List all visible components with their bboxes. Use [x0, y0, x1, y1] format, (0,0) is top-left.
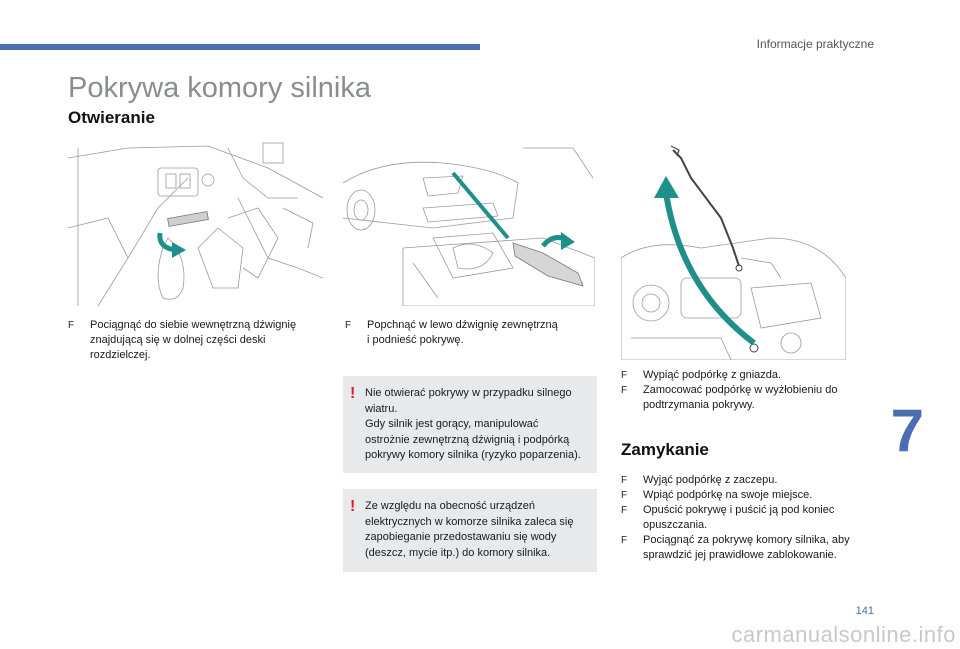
warning-box-hot-engine: ! Nie otwierać pokrywy w przypadku silne… — [343, 376, 597, 473]
warning-box-water: ! Ze względu na obecność urządzeń elektr… — [343, 489, 597, 572]
warning-icon: ! — [350, 385, 356, 402]
page-number: 141 — [855, 605, 874, 617]
square-bullet-icon: F — [621, 385, 628, 396]
interior-lever-illustration — [68, 138, 323, 306]
warning-line: ostrożnie zewnętrzną dźwignią i podpórką — [365, 433, 570, 446]
step-line: opuszczania. — [643, 519, 708, 531]
exterior-lever-drawing — [343, 147, 595, 306]
warning-line: Ze względu na obecność urządzeń — [365, 500, 535, 512]
warning-line: Gdy silnik jest gorący, manipulować — [365, 418, 539, 430]
square-bullet-icon: F — [621, 490, 628, 501]
opening-heading: Otwieranie — [68, 108, 155, 127]
opening-step-1: F Pociągnąć do siebie wewnętrzną dźwigni… — [68, 318, 328, 363]
warning-line: wiatru. — [365, 402, 398, 415]
square-bullet-icon: F — [621, 505, 628, 516]
step-line: Opuścić pokrywę i puścić ją pod koniec — [643, 504, 835, 516]
list-item: F Wyjąć podpórkę z zaczepu. — [621, 473, 881, 488]
step-line: rozdzielczej. — [90, 349, 151, 361]
warning-icon: ! — [350, 498, 356, 515]
step-line: podtrzymania pokrywy. — [643, 399, 755, 411]
square-bullet-icon: F — [345, 320, 352, 331]
list-item: F Opuścić pokrywę i puścić ją pod koniec… — [621, 503, 881, 533]
exterior-lever-illustration — [343, 138, 595, 306]
step-line: Wypiąć podpórkę z gniazda. — [643, 369, 782, 381]
warning-line: zapobieganie przedostawaniu się wody — [365, 531, 557, 543]
list-item: F Wpiąć podpórkę na swoje miejsce. — [621, 488, 881, 503]
warning-line: elektrycznych w komorze silnika zaleca s… — [365, 515, 574, 528]
warning-line: pokrywy komory silnika (ryzyko poparzeni… — [365, 449, 581, 461]
square-bullet-icon: F — [621, 475, 628, 486]
square-bullet-icon: F — [621, 370, 628, 381]
list-item: F Pociągnąć za pokrywę komory silnika, a… — [621, 533, 881, 563]
watermark: carmanualsonline.info — [731, 622, 956, 647]
square-bullet-icon: F — [68, 320, 75, 331]
step-line: Popchnąć w lewo dźwignię zewnętrzną — [367, 319, 558, 331]
prop-rod-drawing — [621, 145, 846, 360]
step-line: i podnieść pokrywę. — [367, 334, 464, 346]
list-item: F Zamocować podpórkę w wyżłobieniu do po… — [621, 383, 871, 413]
list-item: F Popchnąć w lewo dźwignię zewnętrzną i … — [345, 318, 597, 348]
step-line: Pociągnąć za pokrywę komory silnika, aby — [643, 534, 850, 546]
closing-steps: F Wyjąć podpórkę z zaczepu. F Wpiąć podp… — [621, 473, 881, 563]
closing-heading: Zamykanie — [621, 440, 709, 459]
step-line: Zamocować podpórkę w wyżłobieniu do — [643, 384, 838, 396]
prop-rod-illustration — [621, 138, 846, 360]
list-item: F Wypiąć podpórkę z gniazda. — [621, 368, 871, 383]
opening-step-2: F Popchnąć w lewo dźwignię zewnętrzną i … — [345, 318, 597, 348]
page-title: Pokrywa komory silnika — [68, 72, 371, 104]
step-line: Wpiąć podpórkę na swoje miejsce. — [643, 489, 813, 501]
opening-steps-prop: F Wypiąć podpórkę z gniazda. F Zamocować… — [621, 368, 871, 413]
square-bullet-icon: F — [621, 535, 628, 546]
interior-lever-drawing — [68, 142, 323, 306]
step-line: Wyjąć podpórkę z zaczepu. — [643, 474, 778, 486]
header-accent-bar — [0, 44, 480, 50]
step-line: znajdującą się w dolnej części deski — [90, 334, 266, 346]
warning-line: Nie otwierać pokrywy w przypadku silnego — [365, 387, 572, 399]
warning-line: (deszcz, mycie itp.) do komory silnika. — [365, 546, 551, 559]
step-line: Pociągnąć do siebie wewnętrzną dźwignię — [90, 319, 297, 331]
chapter-number: 7 — [890, 397, 924, 464]
list-item: F Pociągnąć do siebie wewnętrzną dźwigni… — [68, 318, 328, 363]
step-line: sprawdzić jej prawidłowe zablokowanie. — [643, 549, 837, 561]
section-header: Informacje praktyczne — [756, 37, 874, 51]
